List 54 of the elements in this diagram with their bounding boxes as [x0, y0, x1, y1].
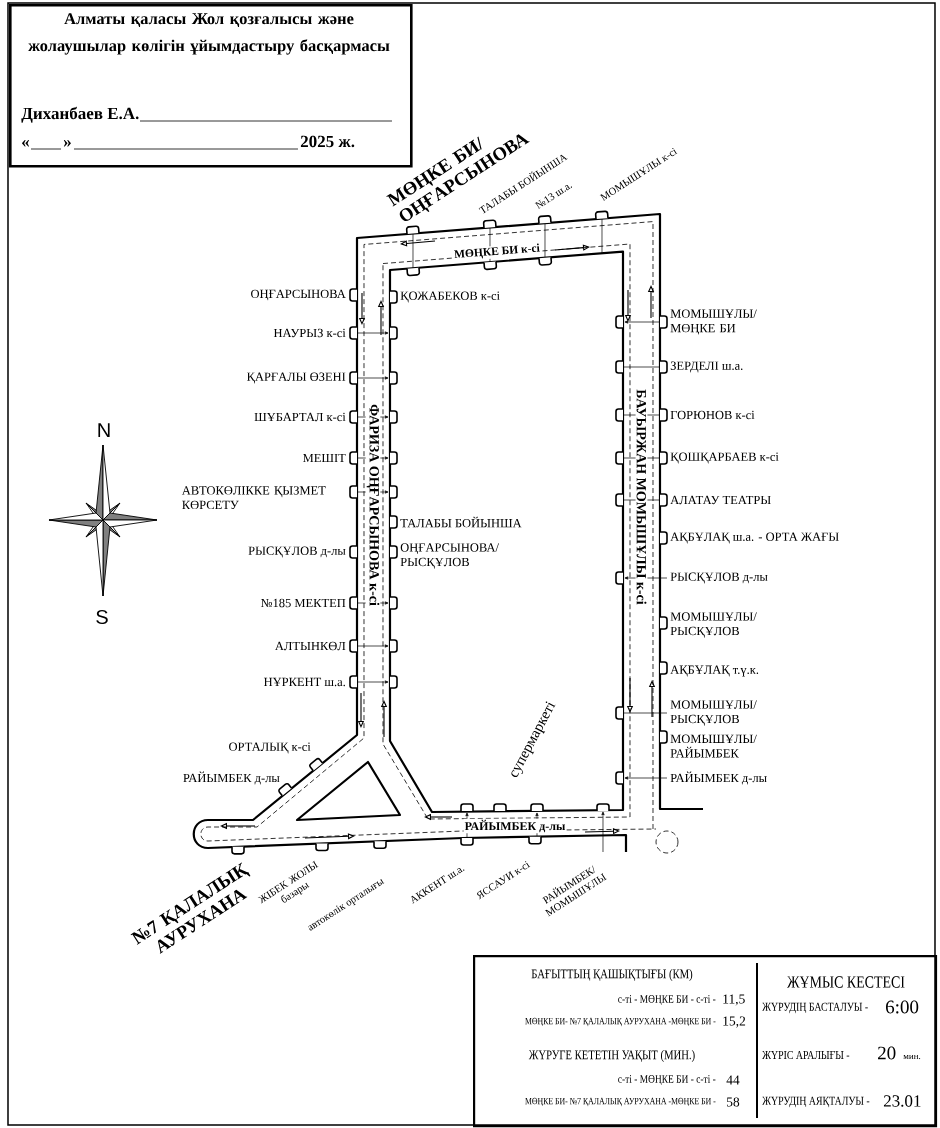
distance-value: 11,5: [723, 994, 745, 1006]
compass-letter: S: [96, 609, 108, 625]
street-name: БАУЫРЖАН МОМЫШҰЛЫ к-сі: [635, 388, 648, 606]
stop-name: ТАЛАБЫ БОЙЫНША: [400, 516, 522, 528]
interval-value: 20: [878, 1046, 896, 1060]
section-heading: ЖҰМЫС КЕСТЕСІ: [787, 976, 905, 988]
stop-name: РЫСҚҰЛОВ д-лы: [248, 546, 346, 558]
compass-letter: N: [98, 423, 110, 437]
header-title: Алматы қаласы Жол қозғалысы және жолаушылар көлігін ұйымдастыру басқармасы: [28, 13, 390, 55]
stop-name: ОҢҒАРСЫНОВА/ РЫСҚҰЛОВ: [400, 543, 499, 569]
stop-name: НҰРКЕНТ ш.а.: [263, 677, 345, 687]
stop-name: МОМЫШҰЛЫ/ МӨҢКЕ БИ: [670, 309, 757, 335]
time-value: 6:00: [886, 1000, 919, 1014]
stop-name: ШҰБАРТАЛ к-сі: [254, 412, 346, 422]
time-value: 23.01: [883, 1095, 921, 1107]
stop-name: НАУРЫЗ к-сі: [273, 328, 346, 338]
time-value: 58: [727, 1097, 740, 1107]
stop-name: МОМЫШҰЛЫ/ РЫСҚҰЛОВ: [670, 612, 757, 638]
stop-name: ҚОШҚАРБАЕВ к-сі: [670, 452, 779, 464]
unit: мин.: [903, 1054, 921, 1060]
distance-value: 15,2: [723, 1016, 746, 1028]
schedule-item: ЖҮРУДІҢ АЯҚТАЛУЫ -: [762, 1096, 870, 1108]
route-name: МӨҢКЕ БИ- №7 ҚАЛАЛЫҚ АУРУХАНА -МӨҢКЕ БИ -: [525, 1097, 716, 1107]
stop-name: АВТОКӨЛІККЕ ҚЫЗМЕТ КӨРСЕТУ: [181, 486, 326, 510]
stop-name: АЛТЫНКӨЛ: [275, 641, 346, 651]
stop-name: АЛАТАУ ТЕАТРЫ: [670, 495, 771, 505]
stop-name: ОРТАЛЫҚ к-сі: [229, 742, 311, 754]
quotation-mark: »: [63, 139, 71, 147]
stop-name: №185 МЕКТЕП: [260, 598, 346, 608]
section-heading: БАҒЫТТЫҢ ҚАШЫҚТЫҒЫ (КМ): [531, 969, 693, 981]
route-name: МӨҢКЕ БИ- №7 ҚАЛАЛЫҚ АУРУХАНА -МӨҢКЕ БИ -: [525, 1017, 716, 1027]
route-name: с-ті - МӨҢКЕ БИ - с-ті -: [618, 1075, 716, 1085]
stop-name: АҚБҰЛАҚ ш.а. - ОРТА ЖАҒЫ: [670, 532, 839, 544]
date-year: 2025 ж.: [300, 135, 355, 148]
stop-name: ҚОЖАБЕКОВ к-сі: [400, 291, 500, 303]
street-name: ФАРИЗА ОҢҒАРСЫНОВА к-сі: [365, 403, 381, 607]
stop-name: МОМЫШҰЛЫ/ РЫСҚҰЛОВ: [670, 700, 757, 726]
stop-name: ГОРЮНОВ к-сі: [670, 410, 755, 420]
signatory-name: Диханбаев Е.А.: [21, 106, 139, 123]
section-heading: ЖҮРУГЕ КЕТЕТІН УАҚЫТ (МИН.): [528, 1050, 695, 1062]
stop-name: МОМЫШҰЛЫ/ РАЙЫМБЕК: [670, 734, 757, 758]
time-value: 44: [726, 1075, 740, 1085]
stop-name: АҚБҰЛАҚ т.ү.к.: [670, 665, 759, 677]
stop-name: РАЙЫМБЕК д-лы: [183, 771, 280, 785]
stop-name: ОҢҒАРСЫНОВА: [251, 289, 346, 301]
quotation-mark: «: [22, 139, 30, 147]
stop-name: ЗЕРДЕЛІ ш.а.: [670, 361, 743, 373]
stop-name: МЕШІТ: [303, 453, 346, 463]
stop-name: РЫСҚҰЛОВ д-лы: [670, 572, 768, 584]
schedule-item: ЖҮРУДІҢ БАСТАЛУЫ -: [762, 1002, 868, 1014]
schedule-item: ЖҮРІС АРАЛЫҒЫ -: [762, 1050, 850, 1060]
stop-name: ҚАРҒАЛЫ ӨЗЕНІ: [246, 372, 346, 384]
route-name: с-ті - МӨҢКЕ БИ - с-ті -: [618, 995, 716, 1005]
stop-name: РАЙЫМБЕК д-лы: [670, 771, 767, 785]
